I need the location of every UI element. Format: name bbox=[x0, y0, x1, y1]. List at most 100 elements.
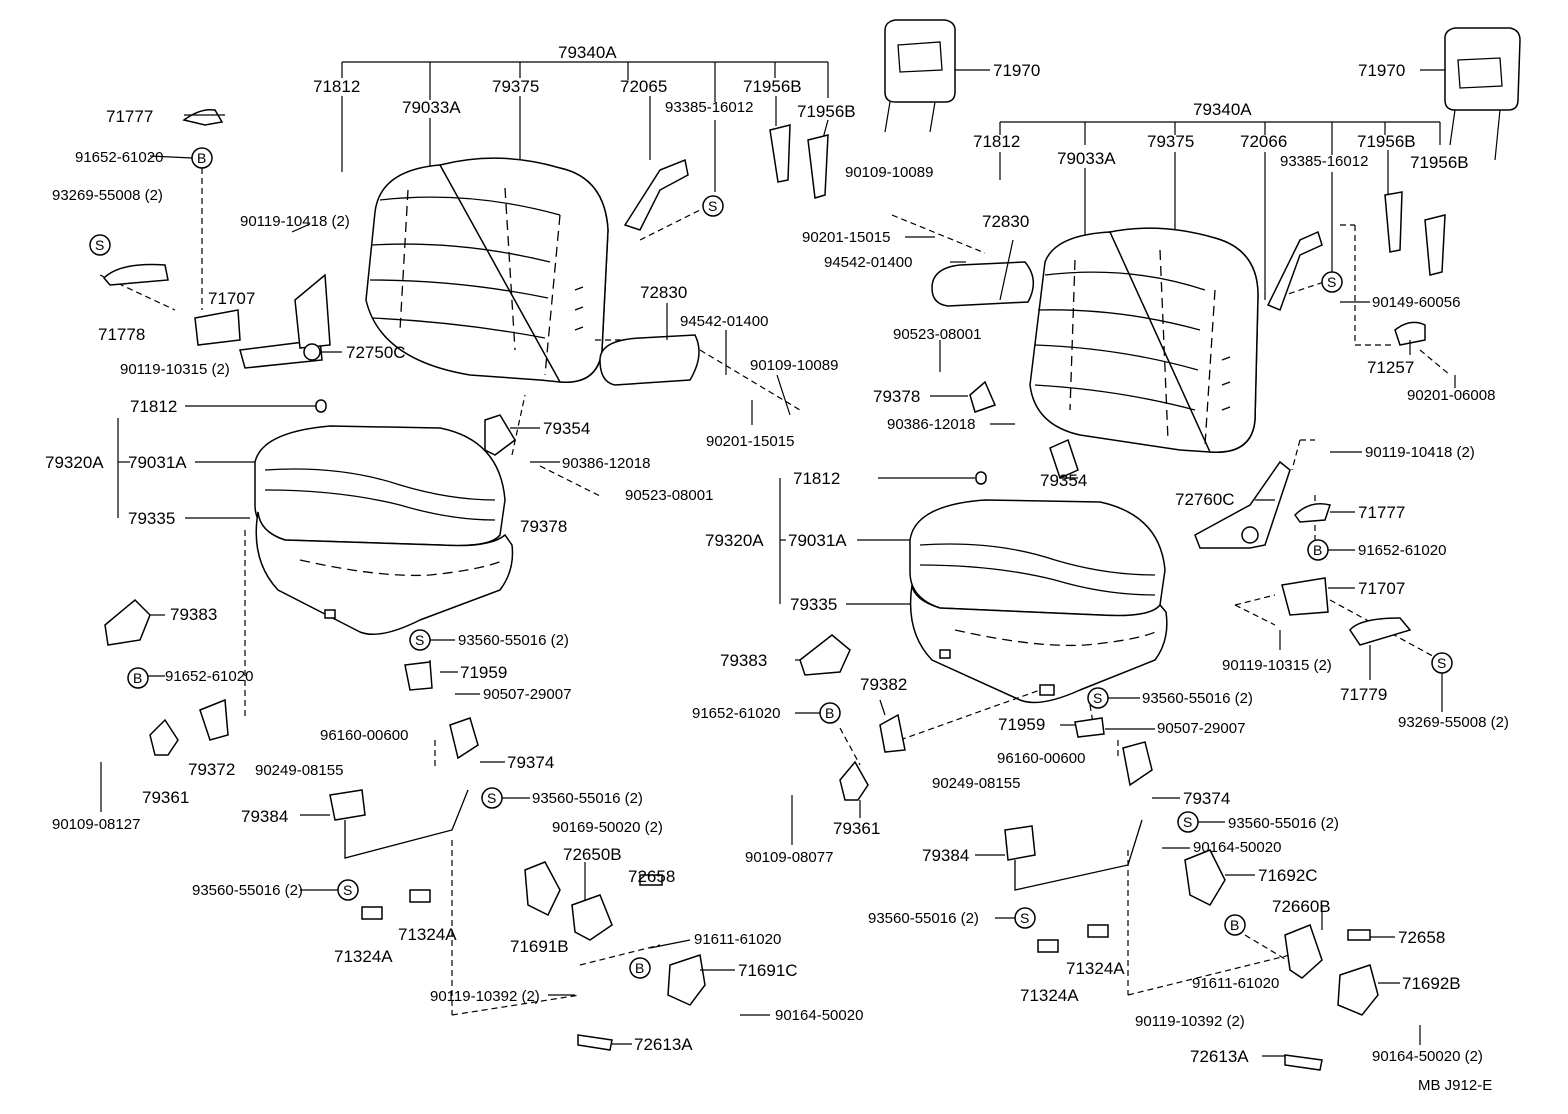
label-90249-08155: 90249-08155 bbox=[255, 762, 343, 779]
label-90386-12018: 90386-12018 bbox=[562, 455, 650, 472]
diagram-code: MB J912-E bbox=[1418, 1077, 1492, 1094]
label-72830: 72830 bbox=[982, 212, 1029, 231]
left-seat-assembly: B S S B S S S B bbox=[89, 61, 829, 1051]
right-labels: 71970 71970 79340A 71812 79033A 79375 72… bbox=[692, 61, 1509, 1066]
symbol-s: S bbox=[415, 632, 424, 648]
label-93269-55008: 93269-55008 (2) bbox=[1398, 714, 1509, 731]
symbol-s: S bbox=[1020, 910, 1029, 926]
label-71324A: 71324A bbox=[1020, 986, 1079, 1005]
headrest-left bbox=[884, 19, 956, 103]
label-72613A: 72613A bbox=[634, 1035, 693, 1054]
label-90507-29007: 90507-29007 bbox=[1157, 720, 1245, 737]
symbol-s: S bbox=[1437, 655, 1446, 671]
label-90201-06008: 90201-06008 bbox=[1407, 387, 1495, 404]
label-71959: 71959 bbox=[460, 663, 507, 682]
label-90109-10089: 90109-10089 bbox=[750, 357, 838, 374]
symbol-s: S bbox=[343, 882, 352, 898]
symbol-s: S bbox=[1327, 274, 1336, 290]
label-71970: 71970 bbox=[1358, 61, 1405, 80]
label-90149-60056: 90149-60056 bbox=[1372, 294, 1460, 311]
label-90119-10392: 90119-10392 (2) bbox=[430, 988, 540, 1005]
label-72650B: 72650B bbox=[563, 845, 622, 864]
label-71324A: 71324A bbox=[398, 925, 457, 944]
label-90164-50020: 90164-50020 bbox=[775, 1007, 863, 1024]
label-90109-08077: 90109-08077 bbox=[745, 849, 833, 866]
label-71778: 71778 bbox=[98, 325, 145, 344]
label-79375: 79375 bbox=[1147, 132, 1194, 151]
label-91611-61020: 91611-61020 bbox=[1192, 975, 1279, 992]
label-79033A: 79033A bbox=[1057, 149, 1116, 168]
label-93560-55016: 93560-55016 (2) bbox=[532, 790, 643, 807]
label-71959: 71959 bbox=[998, 715, 1045, 734]
label-79340A: 79340A bbox=[558, 43, 617, 62]
label-93560-55016: 93560-55016 (2) bbox=[458, 632, 569, 649]
right-seatback bbox=[1029, 227, 1259, 453]
label-93385-16012: 93385-16012 bbox=[665, 99, 753, 116]
label-71812: 71812 bbox=[793, 469, 840, 488]
label-79031A: 79031A bbox=[128, 453, 187, 472]
label-90119-10315: 90119-10315 (2) bbox=[120, 361, 230, 378]
label-90164-50020: 90164-50020 (2) bbox=[1372, 1048, 1483, 1065]
label-72066: 72066 bbox=[1240, 132, 1287, 151]
label-79378: 79378 bbox=[520, 517, 567, 536]
label-79320A: 79320A bbox=[45, 453, 104, 472]
label-71692B: 71692B bbox=[1402, 974, 1461, 993]
label-79335: 79335 bbox=[128, 509, 175, 528]
label-72065: 72065 bbox=[620, 77, 667, 96]
label-93560-55016: 93560-55016 (2) bbox=[868, 910, 979, 927]
label-79354: 79354 bbox=[1040, 471, 1087, 490]
label-79031A: 79031A bbox=[788, 531, 847, 550]
label-72760C: 72760C bbox=[1175, 490, 1235, 509]
left-seat-cushion bbox=[254, 425, 514, 635]
label-71779: 71779 bbox=[1340, 685, 1387, 704]
label-79374: 79374 bbox=[1183, 789, 1230, 808]
label-71257: 71257 bbox=[1367, 358, 1414, 377]
label-79361: 79361 bbox=[833, 819, 880, 838]
label-71812: 71812 bbox=[313, 77, 360, 96]
label-72658: 72658 bbox=[628, 867, 675, 886]
label-71777: 71777 bbox=[1358, 503, 1405, 522]
label-79361: 79361 bbox=[142, 788, 189, 807]
label-72613A: 72613A bbox=[1190, 1047, 1249, 1066]
symbol-s: S bbox=[1093, 690, 1102, 706]
label-96160-00600: 96160-00600 bbox=[320, 727, 408, 744]
label-90109-10089: 90109-10089 bbox=[845, 164, 933, 181]
symbol-s: S bbox=[708, 198, 717, 214]
label-79374: 79374 bbox=[507, 753, 554, 772]
right-small-parts bbox=[799, 191, 1446, 1071]
label-79354: 79354 bbox=[543, 419, 590, 438]
label-90119-10418: 90119-10418 (2) bbox=[240, 213, 350, 230]
headrest-right bbox=[1444, 27, 1521, 111]
left-symbols: B S S B S S S B bbox=[89, 147, 724, 979]
left-seatback bbox=[365, 157, 609, 383]
right-seat-assembly: S B S B S S S B bbox=[779, 19, 1521, 1071]
label-79378: 79378 bbox=[873, 387, 920, 406]
symbol-b: B bbox=[1230, 917, 1239, 933]
label-91652-61020: 91652-61020 bbox=[165, 668, 253, 685]
label-72750C: 72750C bbox=[346, 343, 406, 362]
label-71324A: 71324A bbox=[334, 947, 393, 966]
label-71707: 71707 bbox=[208, 289, 255, 308]
label-91652-61020: 91652-61020 bbox=[1358, 542, 1446, 559]
label-90119-10315: 90119-10315 (2) bbox=[1222, 657, 1332, 674]
label-71970: 71970 bbox=[993, 61, 1040, 80]
label-91652-61020: 91652-61020 bbox=[75, 149, 163, 166]
label-96160-00600: 96160-00600 bbox=[997, 750, 1085, 767]
label-90523-08001: 90523-08001 bbox=[625, 487, 713, 504]
label-90523-08001: 90523-08001 bbox=[893, 326, 981, 343]
symbol-s: S bbox=[95, 237, 104, 253]
label-79033A: 79033A bbox=[402, 98, 461, 117]
label-79340A: 79340A bbox=[1193, 100, 1252, 119]
symbol-b: B bbox=[197, 150, 206, 166]
label-79335: 79335 bbox=[790, 595, 837, 614]
label-79382: 79382 bbox=[860, 675, 907, 694]
left-labels: 79340A 71812 79033A 79375 72065 71956B 7… bbox=[45, 43, 863, 1054]
label-91652-61020: 91652-61020 bbox=[692, 705, 780, 722]
label-91611-61020: 91611-61020 bbox=[694, 931, 781, 948]
label-93269-55008: 93269-55008 (2) bbox=[52, 187, 163, 204]
label-90119-10392: 90119-10392 (2) bbox=[1135, 1013, 1245, 1030]
label-79384: 79384 bbox=[241, 807, 288, 826]
label-71691C: 71691C bbox=[738, 961, 798, 980]
left-small-parts bbox=[102, 108, 829, 1051]
